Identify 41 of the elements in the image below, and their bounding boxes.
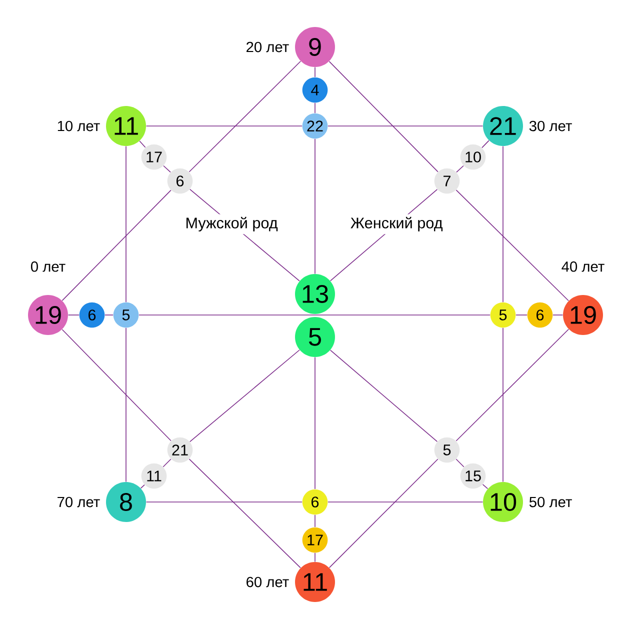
connector-line xyxy=(68,314,80,316)
edge-label: Мужской род xyxy=(182,214,281,234)
connector-line xyxy=(139,140,146,148)
age-label: 10 лет xyxy=(58,120,100,132)
connector-line xyxy=(552,314,564,316)
age-label: 20 лет xyxy=(246,42,289,52)
connector-line xyxy=(516,314,528,316)
connector-line xyxy=(62,329,172,442)
connector-line xyxy=(314,66,316,78)
connector-line xyxy=(104,314,114,316)
connector-line xyxy=(62,190,172,301)
connector-line xyxy=(314,356,316,490)
connector-line xyxy=(314,552,316,562)
connector-line xyxy=(314,138,316,274)
connector-line xyxy=(328,458,438,568)
connector-line xyxy=(482,484,488,490)
connector-line xyxy=(456,328,570,442)
connector-line xyxy=(328,61,438,172)
edge-label: Женский род xyxy=(348,214,446,234)
connector-line xyxy=(456,190,569,302)
age-label: 60 лет xyxy=(246,576,289,588)
connector-line xyxy=(163,165,171,173)
connector-line xyxy=(140,484,145,489)
connector-line xyxy=(456,458,464,468)
age-label: 50 лет xyxy=(529,496,572,508)
connector-line xyxy=(188,60,302,172)
age-label: 30 лет xyxy=(529,120,572,132)
connector-line xyxy=(502,328,504,482)
age-label: 70 лет xyxy=(58,496,100,508)
connector-line xyxy=(314,102,316,114)
connector-line xyxy=(502,146,504,302)
connector-line xyxy=(314,514,316,528)
age-label: 0 лет xyxy=(30,261,66,272)
connector-line xyxy=(138,314,490,316)
connector-line xyxy=(188,458,301,568)
connector-line xyxy=(190,350,300,442)
connector-line xyxy=(456,165,464,173)
connector-line xyxy=(330,350,438,442)
connector-line xyxy=(482,140,490,148)
age-label: 40 лет xyxy=(562,261,604,272)
connector-line xyxy=(162,458,172,468)
